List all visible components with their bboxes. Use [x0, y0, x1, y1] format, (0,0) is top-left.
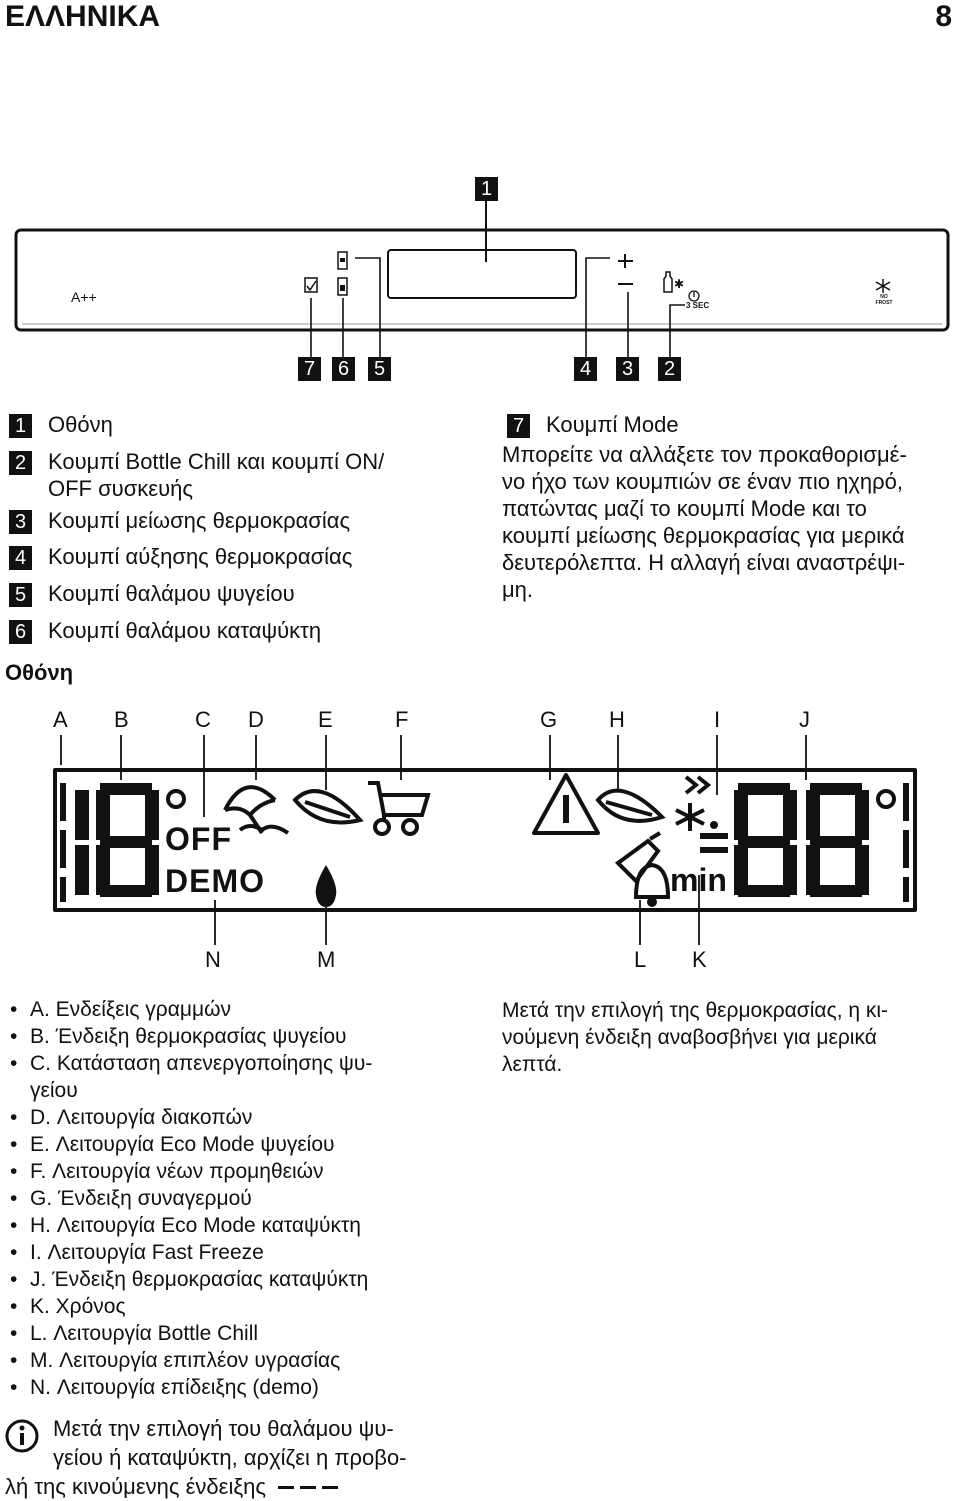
legend-text-6: Κουμπί θαλάμου καταψύκτη: [48, 618, 322, 643]
list-item: L. Λειτουργία Bottle Chill: [10, 1320, 372, 1347]
list-item: J. Ένδειξη θερμοκρασίας καταψύκτη: [10, 1266, 372, 1293]
lcd-letter-d: D: [248, 707, 264, 732]
list-item: I. Λειτουργία Fast Freeze: [10, 1239, 372, 1266]
legend-badge-2: 2: [9, 451, 32, 475]
temperature-note-line: νούμενη ένδειξη αναβοσβήνει για μερικά: [502, 1026, 877, 1049]
bottle-icon: [663, 271, 673, 293]
bar-indicators: [60, 783, 909, 902]
freezer-temperature-digits: [734, 783, 869, 897]
callout-3: 3: [616, 357, 639, 381]
mode-desc-line-5: δευτερόλεπτα. Η αλλαγή είναι αναστρέψι-: [502, 550, 906, 575]
lcd-letter-g: G: [540, 707, 558, 732]
list-item: A. Ενδείξεις γραμμών: [10, 996, 372, 1023]
list-item: C. Κατάσταση απενεργοποίησης ψυ-: [10, 1050, 372, 1077]
legend-text-2: Κουμπί Bottle Chill και κουμπί ON/: [48, 449, 385, 474]
page-number: 8: [935, 0, 952, 33]
display-section-title: Οθόνη: [5, 660, 74, 685]
callout-1: 1: [475, 177, 498, 201]
info-icon: [5, 1419, 39, 1453]
list-item: H. Λειτουργία Eco Mode καταψύκτη: [10, 1212, 372, 1239]
fridge-temperature-digits: [75, 783, 159, 897]
lcd-letter-n: N: [205, 947, 221, 972]
alarm-icon: [532, 773, 600, 835]
mode-desc-line-1: Μπορείτε να αλλάξετε τον προκαθορισμέ-: [502, 442, 907, 467]
lcd-letter-c: C: [195, 707, 211, 732]
no-frost-label: NO FROST: [875, 294, 893, 306]
lcd-letter-i: I: [714, 707, 721, 732]
control-panel-diagram: ✱: [14, 201, 950, 358]
list-item: M. Λειτουργία επιπλέον υγρασίας: [10, 1347, 372, 1374]
legend-badge-4: 4: [9, 546, 32, 570]
extra-humidity-drop-icon: [315, 865, 337, 907]
legend-text-5: Κουμπί θαλάμου ψυγείου: [48, 581, 295, 606]
lcd-letter-m: M: [317, 947, 336, 972]
mode-desc-line-2: νο ήχο των κουμπιών σε έναν πιο ηχηρό,: [502, 469, 904, 494]
callout-6: 6: [332, 357, 355, 381]
lcd-letter-l: L: [634, 947, 647, 972]
callout-5: 5: [368, 357, 391, 381]
legend-badge-7: 7: [507, 414, 530, 438]
callout-7: 7: [298, 357, 321, 381]
list-item: K. Χρόνος: [10, 1293, 372, 1320]
fridge-compartment-icon: [337, 251, 348, 270]
lcd-display: [53, 735, 917, 945]
lcd-letter-e: E: [318, 707, 333, 732]
info-note-line-3-text: λή της κινούμενης ένδειξης: [5, 1474, 267, 1499]
timer-bell-icon: [633, 862, 671, 907]
legend-badge-6: 6: [9, 620, 32, 644]
legend-badge-3: 3: [9, 510, 32, 534]
info-note-line-3: λή της κινούμενης ένδειξης: [5, 1472, 340, 1501]
temperature-note-line: λεπτά.: [502, 1053, 563, 1076]
info-note-line-2: γείου ή καταψύκτη, αρχίζει η προβο-: [53, 1445, 407, 1470]
svg-text:✱: ✱: [674, 277, 684, 291]
eco-leaf-icon: [292, 789, 364, 825]
shopping-cart-icon: [368, 781, 431, 836]
list-item-continuation: γείου: [30, 1079, 78, 1102]
legend-text-2b: OFF συσκευής: [48, 476, 193, 501]
temperature-note: Μετά την επιλογή της θερμοκρασίας, η κι-…: [502, 997, 888, 1078]
lcd-letter-b: B: [114, 707, 129, 732]
list-item: N. Λειτουργία επίδειξης (demo): [10, 1374, 372, 1401]
holiday-icon: [223, 785, 290, 835]
three-sec-label: 3 SEC: [686, 301, 710, 310]
legend-badge-5: 5: [9, 583, 32, 607]
lcd-letter-h: H: [609, 707, 625, 732]
lcd-letter-f: F: [395, 707, 409, 732]
legend-text-7-title: Κουμπί Mode: [546, 412, 679, 437]
mode-desc-line-6: μη.: [502, 577, 534, 602]
no-frost-icon: [875, 279, 891, 293]
lcd-off-label: OFF: [165, 821, 232, 857]
lcd-demo-label: DEMO: [165, 863, 265, 899]
fast-freeze-icon: [675, 775, 712, 831]
info-note-line-1: Μετά την επιλογή του θαλάμου ψυ-: [53, 1416, 394, 1441]
section-language-title: ΕΛΛΗΝΙΚΑ: [5, 0, 161, 33]
legend-text-3: Κουμπί μείωσης θερμοκρασίας: [48, 508, 351, 533]
list-item: E. Λειτουργία Eco Mode ψυγείου: [10, 1131, 372, 1158]
mode-desc-line-4: κουμπί μείωσης θερμοκρασίας για μερικά: [502, 523, 905, 548]
display-description-list: A. Ενδείξεις γραμμών B. Ένδειξη θερμοκρα…: [10, 996, 372, 1401]
mode-desc-line-3: πατώντας μαζί το κουμπί Mode και το: [502, 496, 867, 521]
legend-text-4: Κουμπί αύξησης θερμοκρασίας: [48, 544, 353, 569]
legend-text-1: Οθόνη: [48, 412, 113, 437]
list-item: F. Λειτουργία νέων προμηθειών: [10, 1158, 372, 1185]
animated-dashes-icon: [278, 1486, 339, 1490]
list-item: D. Λειτουργία διακοπών: [10, 1104, 372, 1131]
lcd-letter-k: K: [692, 947, 707, 972]
lcd-min-label: min: [670, 862, 727, 898]
temperature-note-line: Μετά την επιλογή της θερμοκρασίας, η κι-: [502, 999, 889, 1022]
legend-badge-1: 1: [9, 414, 32, 438]
list-item: B. Ένδειξη θερμοκρασίας ψυγείου: [10, 1023, 372, 1050]
freezer-eco-leaf-icon: [595, 788, 666, 823]
bottle-chill-icon: [614, 831, 662, 885]
lcd-letter-j: J: [799, 707, 810, 732]
energy-label: A++: [71, 289, 97, 305]
lcd-letter-a: A: [53, 707, 68, 732]
freezer-compartment-icon: [337, 277, 348, 296]
callout-4: 4: [574, 357, 597, 381]
list-item: G. Ένδειξη συναγερμού: [10, 1185, 372, 1212]
callout-2: 2: [658, 357, 681, 381]
mode-icon: [304, 277, 318, 293]
